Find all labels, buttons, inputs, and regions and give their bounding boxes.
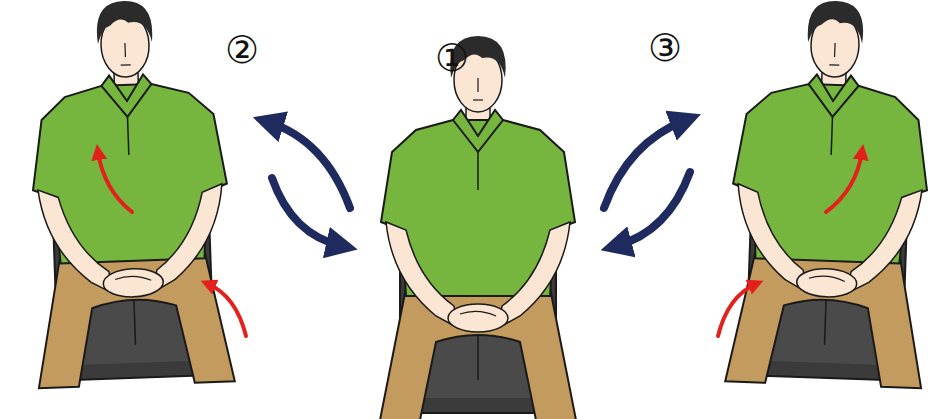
rotation-arrows-right-part [604,120,686,208]
callout-number: ② [225,28,259,72]
seated-person-front-part [380,36,576,419]
twist-arrows-left-part [208,284,246,336]
twist-arrows-left [98,152,246,336]
seated-person-rotated-left [26,0,235,388]
seated-person-rotated-left-part [26,0,235,388]
rotation-arrows-left-part [272,178,342,246]
rotation-arrows-right [604,120,690,246]
twist-arrows-right-part [718,284,756,336]
callout-number: ① [435,36,469,80]
twist-arrows-right-part [826,152,862,212]
seated-person-rotated-right-part [725,0,934,388]
seated-person-rotated-right [725,0,934,388]
rotation-arrows-right-part [616,172,690,246]
seated-person-front [380,36,576,419]
callout-number: ③ [648,26,682,70]
twist-arrows-right [718,152,862,336]
twist-arrows-left-part [98,152,132,212]
rotation-arrows-left [268,122,350,246]
